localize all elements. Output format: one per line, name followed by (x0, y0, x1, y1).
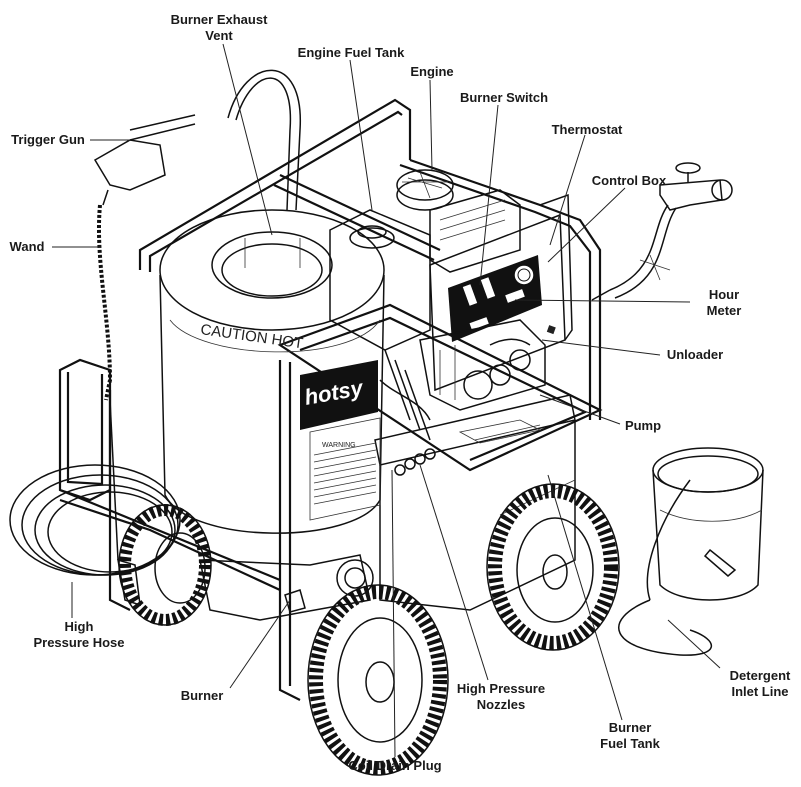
detergent-bucket (618, 447, 764, 656)
wand-and-gun (93, 114, 196, 607)
nozzle-holder (394, 448, 436, 476)
label-high-pressure-nozzles-line2: Nozzles (476, 697, 526, 712)
label-control-box: Control Box (591, 173, 667, 188)
wheel-rear-right (486, 483, 620, 651)
leader-lines (52, 43, 721, 758)
tank-caution-text: CAUTION HOT (199, 321, 304, 352)
water-faucet (591, 162, 733, 301)
label-burner-exhaust-vent: Burner Exhaust Vent (164, 12, 274, 44)
label-high-pressure-hose-line2: Pressure Hose (33, 635, 125, 650)
frame (58, 98, 603, 701)
label-thermostat: Thermostat (551, 122, 623, 137)
label-hour-meter: Hour Meter (694, 287, 754, 319)
burner-unit (199, 554, 374, 621)
label-burner-exhaust-vent-line2: Vent (205, 28, 233, 43)
label-high-pressure-nozzles: High Pressure Nozzles (444, 681, 558, 713)
control-box (429, 193, 573, 392)
label-high-pressure-nozzles-line1: High Pressure (456, 681, 546, 696)
label-burner: Burner (180, 688, 224, 703)
pump-assembly (419, 319, 556, 411)
label-burner-exhaust-vent-line1: Burner Exhaust (170, 12, 268, 27)
hotsy-logo (300, 360, 378, 430)
deck (374, 394, 576, 611)
engine-assembly (329, 169, 521, 441)
label-coil-drain-plug: Coil Drain Plug (348, 758, 442, 773)
label-detergent-inlet-line: Detergent Inlet Line (720, 668, 800, 700)
label-burner-switch: Burner Switch (459, 90, 549, 105)
label-engine: Engine (410, 64, 454, 79)
label-high-pressure-hose: High Pressure Hose (24, 619, 134, 651)
label-detergent-inlet-line-line1: Detergent (729, 668, 791, 683)
coiled-hose (9, 464, 181, 576)
label-burner-fuel-tank-line2: Fuel Tank (600, 736, 660, 751)
wheel-front-right (307, 584, 449, 776)
label-burner-fuel-tank-line1: Burner (608, 720, 652, 735)
label-burner-fuel-tank: Burner Fuel Tank (590, 720, 670, 752)
label-detergent-inlet-line-line2: Inlet Line (731, 684, 789, 699)
label-engine-fuel-tank: Engine Fuel Tank (297, 45, 405, 60)
label-unloader: Unloader (666, 347, 724, 362)
label-wand: Wand (9, 239, 45, 254)
burner-tank: CAUTION HOT hotsy WARNING (159, 209, 385, 534)
label-pump: Pump (624, 418, 662, 433)
label-trigger-gun: Trigger Gun (11, 132, 85, 147)
label-high-pressure-hose-line1: High (64, 619, 94, 634)
warning-label-text: WARNING (322, 442, 356, 449)
label-hour-meter-line2: Meter (706, 303, 742, 318)
label-hour-meter-line1: Hour (708, 287, 740, 302)
